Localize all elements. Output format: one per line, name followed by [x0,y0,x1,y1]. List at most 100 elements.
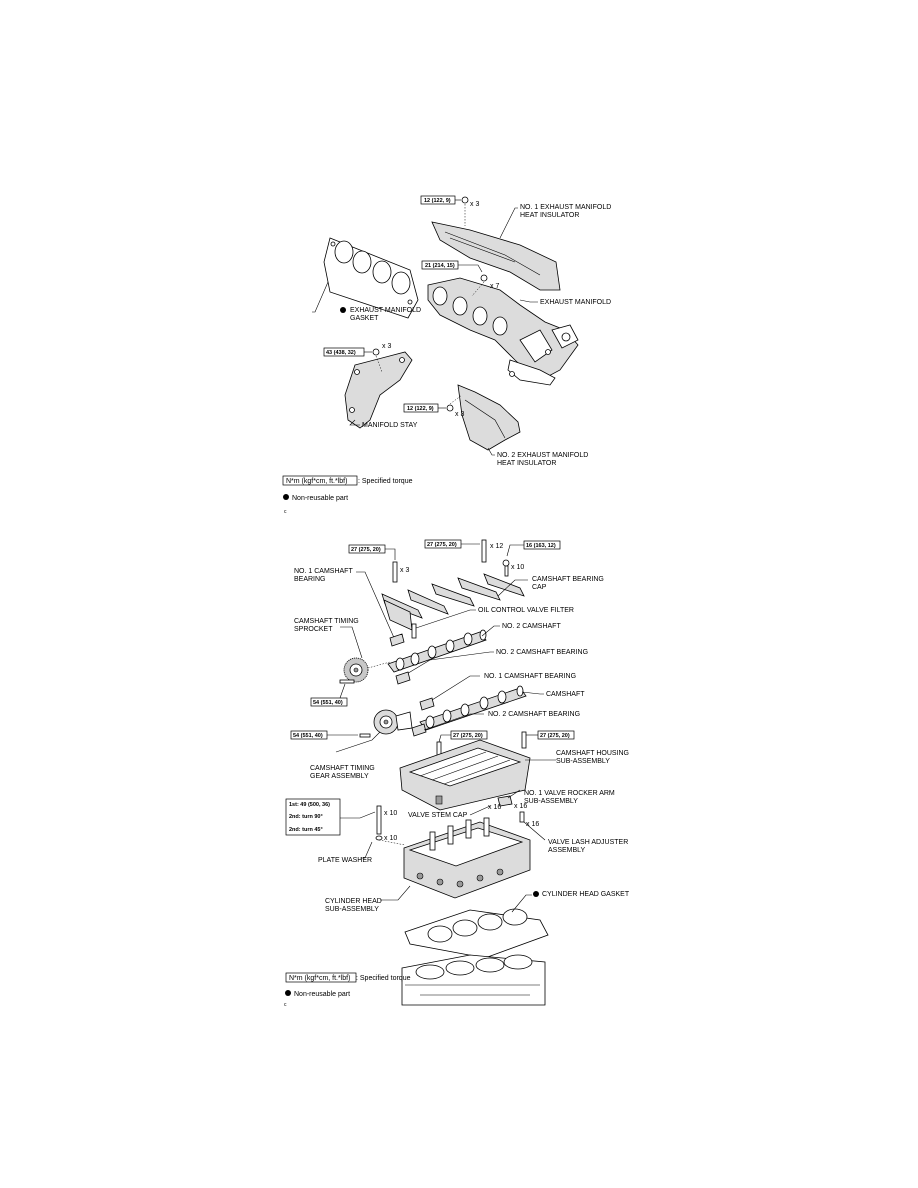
camshaft-timing-gear-assembly [373,709,413,735]
torque-heat-insulator-2: 12 (122, 9) [407,406,434,412]
no1-heat-insulator [431,221,561,291]
camshaft-housing [399,739,531,811]
qty-stay: x 3 [382,343,391,350]
bolt-icon [461,196,469,204]
label-heat-insulator-2-b: HEAT INSULATOR [497,460,556,467]
label-exhaust-manifold: EXHAUST MANIFOLD [540,299,611,306]
torque-heat-insulator-1: 12 (122, 9) [424,198,451,204]
label-no1-cam-bearing-top-1: NO. 1 CAMSHAFT [294,568,353,575]
label-timing-sprocket-1: CAMSHAFT TIMING [294,618,359,625]
nonreusable-mark-legend [283,494,289,500]
bolt-icon [502,559,510,567]
label-no1-cam-bearing: NO. 1 CAMSHAFT BEARING [484,673,576,680]
label-timing-sprocket-2: SPROCKET [294,626,333,633]
qty-rocker: x 16 [514,803,527,810]
label-cyl-head-gasket: CYLINDER HEAD GASKET [542,891,630,898]
label-ocv-filter: OIL CONTROL VALVE FILTER [478,607,574,614]
no1-cam-bearing [419,697,435,711]
qty-manifold-nuts: x 7 [490,283,499,290]
legend-torque-units: N*m (kgf*cm, ft.*lbf) [289,975,350,982]
figure-exhaust-manifold: EXHAUST MANIFOLD GASKET 12 (122, 9) x 3 … [282,195,611,515]
torque-head-step3: 2nd: turn 45° [289,827,323,833]
qty-plate-washer: x 10 [384,835,397,842]
figure-code: c [284,509,287,515]
label-heat-insulator-1-a: NO. 1 EXHAUST MANIFOLD [520,204,611,211]
camshaft-timing-sprocket [343,657,369,683]
label-rocker-1: NO. 1 VALVE ROCKER ARM [524,790,615,797]
no2-camshaft [387,629,487,673]
label-valve-stem-cap: VALVE STEM CAP [408,812,468,819]
label-no1-cam-bearing-top-2: BEARING [294,576,326,583]
legend-figure-1: N*m (kgf*cm, ft.*lbf) : Specified torque… [282,475,413,515]
legend-torque-text: : Specified torque [358,478,413,485]
cylinder-head-gasket [404,908,549,959]
torque-stay: 43 (438, 32) [326,350,356,356]
label-no2-cam-bearing-a: NO. 2 CAMSHAFT BEARING [496,649,588,656]
legend-torque-box [282,475,358,486]
head-bolt [376,805,382,835]
torque-sprocket: 54 (551, 40) [313,700,343,706]
label-cyl-head-2: SUB-ASSEMBLY [325,906,379,913]
label-cyl-head-1: CYLINDER HEAD [325,898,382,905]
valve-lash-adjuster [519,811,525,823]
cylinder-block [401,954,546,1006]
torque-box-head-bolts [285,798,341,836]
nut-icon [480,274,488,282]
torque-housing-b: 27 (275, 20) [540,733,570,739]
figure-cylinder-head: 27 (275, 20) x 3 27 (275, 20) x 12 16 (1… [284,539,630,1008]
label-housing-2: SUB-ASSEMBLY [556,758,610,765]
bolt-icon [481,539,487,563]
label-timing-gear-2: GEAR ASSEMBLY [310,773,369,780]
camshaft [419,685,527,731]
plate-washer [375,835,383,841]
label-lash-2: ASSEMBLY [548,847,586,854]
legend-nonreusable: Non-reusable part [294,991,350,998]
torque-head-step1: 1st: 49 (500, 36) [289,802,330,808]
legend-torque-box [285,972,357,983]
camshaft-bearing-caps [381,573,525,631]
bolt-icon [521,731,527,749]
qty-head-bolts: x 10 [384,810,397,817]
label-gasket-2: GASKET [350,315,379,322]
bolt-icon [372,348,380,356]
torque-cap-small: 16 (163, 12) [526,543,556,549]
label-no2-camshaft: NO. 2 CAMSHAFT [502,623,561,630]
timing-gear-bolt [359,733,371,738]
qty-valve-stem-cap: x 16 [488,804,501,811]
label-housing-1: CAMSHAFT HOUSING [556,750,629,757]
manifold-stay [344,351,413,429]
torque-housing-a: 27 (275, 20) [453,733,483,739]
no1-valve-rocker-arm [497,795,513,807]
cylinder-head [403,817,531,899]
torque-box-sprocket [310,697,348,707]
qty-cap-small: x 10 [511,564,524,571]
label-gasket-1: EXHAUST MANIFOLD [350,307,421,314]
label-rocker-2: SUB-ASSEMBLY [524,798,578,805]
legend-figure-2: N*m (kgf*cm, ft.*lbf) : Specified torque… [284,972,411,1008]
label-plate-washer: PLATE WASHER [318,857,372,864]
legend-torque-units: N*m (kgf*cm, ft.*lbf) [286,478,347,485]
no2-heat-insulator [457,384,521,451]
torque-timing-gear: 54 (551, 40) [293,733,323,739]
torque-manifold-nuts: 21 (214, 15) [425,263,455,269]
torque-cap: 27 (275, 20) [427,542,457,548]
label-cam-bearing-cap-1: CAMSHAFT BEARING [532,576,604,583]
label-timing-gear-1: CAMSHAFT TIMING [310,765,375,772]
label-heat-insulator-1-b: HEAT INSULATOR [520,212,579,219]
torque-head-step2: 2nd: turn 90° [289,814,323,820]
label-manifold-stay: MANIFOLD STAY [362,422,418,429]
label-lash-1: VALVE LASH ADJUSTER [548,839,628,846]
qty-cap: x 12 [490,543,503,550]
sprocket-bolt [339,679,355,684]
label-cam-bearing-cap-2: CAP [532,584,547,591]
qty-heat-insulator-2: x 3 [455,411,464,418]
head-bolt-torque: 1st: 49 (500, 36) 2nd: turn 90° 2nd: tur… [285,798,341,836]
qty-lash-adjuster: x 16 [526,821,539,828]
exhaust-manifold [427,277,579,386]
ocv-filter [411,623,417,639]
bolt-icon [446,404,454,412]
label-camshaft: CAMSHAFT [546,691,585,698]
figure-code: c [284,1002,287,1008]
